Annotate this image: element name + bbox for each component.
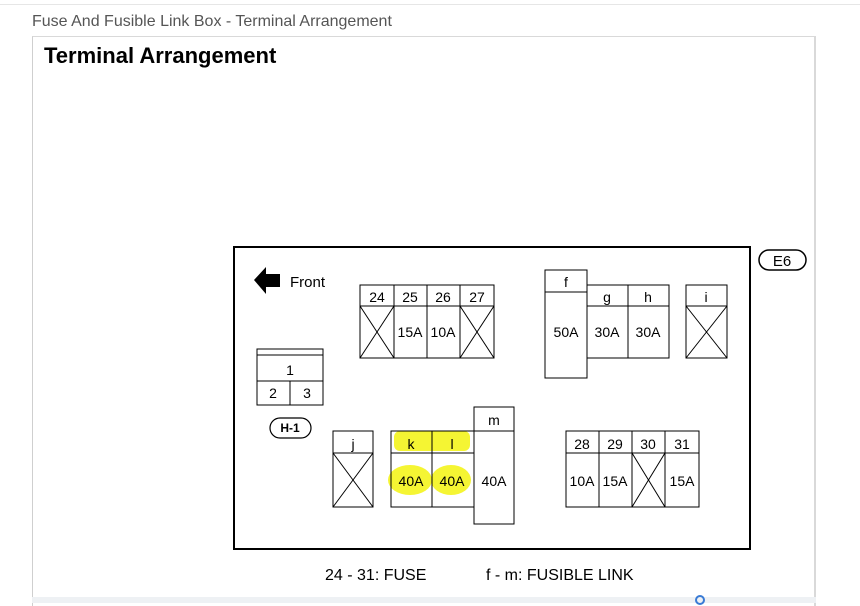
link-h-terminal: h xyxy=(644,289,652,305)
fuse-26-rating: 10A xyxy=(431,324,457,340)
fuse-25-rating: 15A xyxy=(398,324,424,340)
figure-title: Terminal Arrangement xyxy=(44,43,277,68)
link-i-terminal: i xyxy=(704,289,707,305)
connector-h1: H-1 xyxy=(269,417,312,439)
fuse-27-terminal: 27 xyxy=(469,289,485,305)
legend-fuse: 24 - 31: FUSE xyxy=(325,567,427,584)
fuse-30-terminal: 30 xyxy=(640,436,656,452)
highlight-marks xyxy=(388,431,471,495)
h1-block xyxy=(256,348,324,406)
links-top-group xyxy=(544,269,728,379)
legend-fusible-link: f - m: FUSIBLE LINK xyxy=(486,567,634,584)
page-heading: Fuse And Fusible Link Box - Terminal Arr… xyxy=(32,13,392,30)
connector-e6-label: E6 xyxy=(773,253,791,270)
fuse-29-terminal: 29 xyxy=(607,436,623,452)
link-m-terminal: m xyxy=(488,412,500,428)
link-g-terminal: g xyxy=(603,289,611,305)
links-bottom-group xyxy=(332,406,515,525)
h1-terminal-right: 3 xyxy=(303,385,311,401)
top-divider xyxy=(0,4,860,5)
link-g-rating: 30A xyxy=(595,324,621,340)
fuse-31-terminal: 31 xyxy=(674,436,690,452)
fuse-31-rating: 15A xyxy=(670,473,696,489)
h1-terminal-top: 1 xyxy=(286,362,294,378)
fuses-top-group xyxy=(359,284,495,359)
link-f-terminal: f xyxy=(564,274,568,290)
help-circle-icon[interactable] xyxy=(695,595,705,605)
link-m-rating: 40A xyxy=(482,473,508,489)
link-l-terminal: l xyxy=(450,436,453,452)
fuse-25-terminal: 25 xyxy=(402,289,418,305)
fuses-bottom-group xyxy=(565,430,700,508)
link-k-terminal: k xyxy=(408,436,416,452)
fuse-28-terminal: 28 xyxy=(574,436,590,452)
link-k-rating: 40A xyxy=(399,473,425,489)
connector-e6: E6 xyxy=(758,249,807,271)
fuse-26-terminal: 26 xyxy=(435,289,451,305)
fuse-24-terminal: 24 xyxy=(369,289,385,305)
fuse-box-outline xyxy=(233,246,751,550)
fuse-29-rating: 15A xyxy=(603,473,629,489)
link-l-rating: 40A xyxy=(440,473,466,489)
h1-terminal-left: 2 xyxy=(269,385,277,401)
link-f-rating: 50A xyxy=(554,324,580,340)
arrow-left-icon xyxy=(254,267,280,294)
link-h-rating: 30A xyxy=(636,324,662,340)
fuse-28-rating: 10A xyxy=(570,473,596,489)
bottom-toolbar-strip xyxy=(32,597,816,603)
connector-h1-label: H-1 xyxy=(280,421,300,435)
link-j-terminal: j xyxy=(350,436,354,452)
front-arrow: Front xyxy=(254,267,326,294)
front-label: Front xyxy=(290,274,326,291)
